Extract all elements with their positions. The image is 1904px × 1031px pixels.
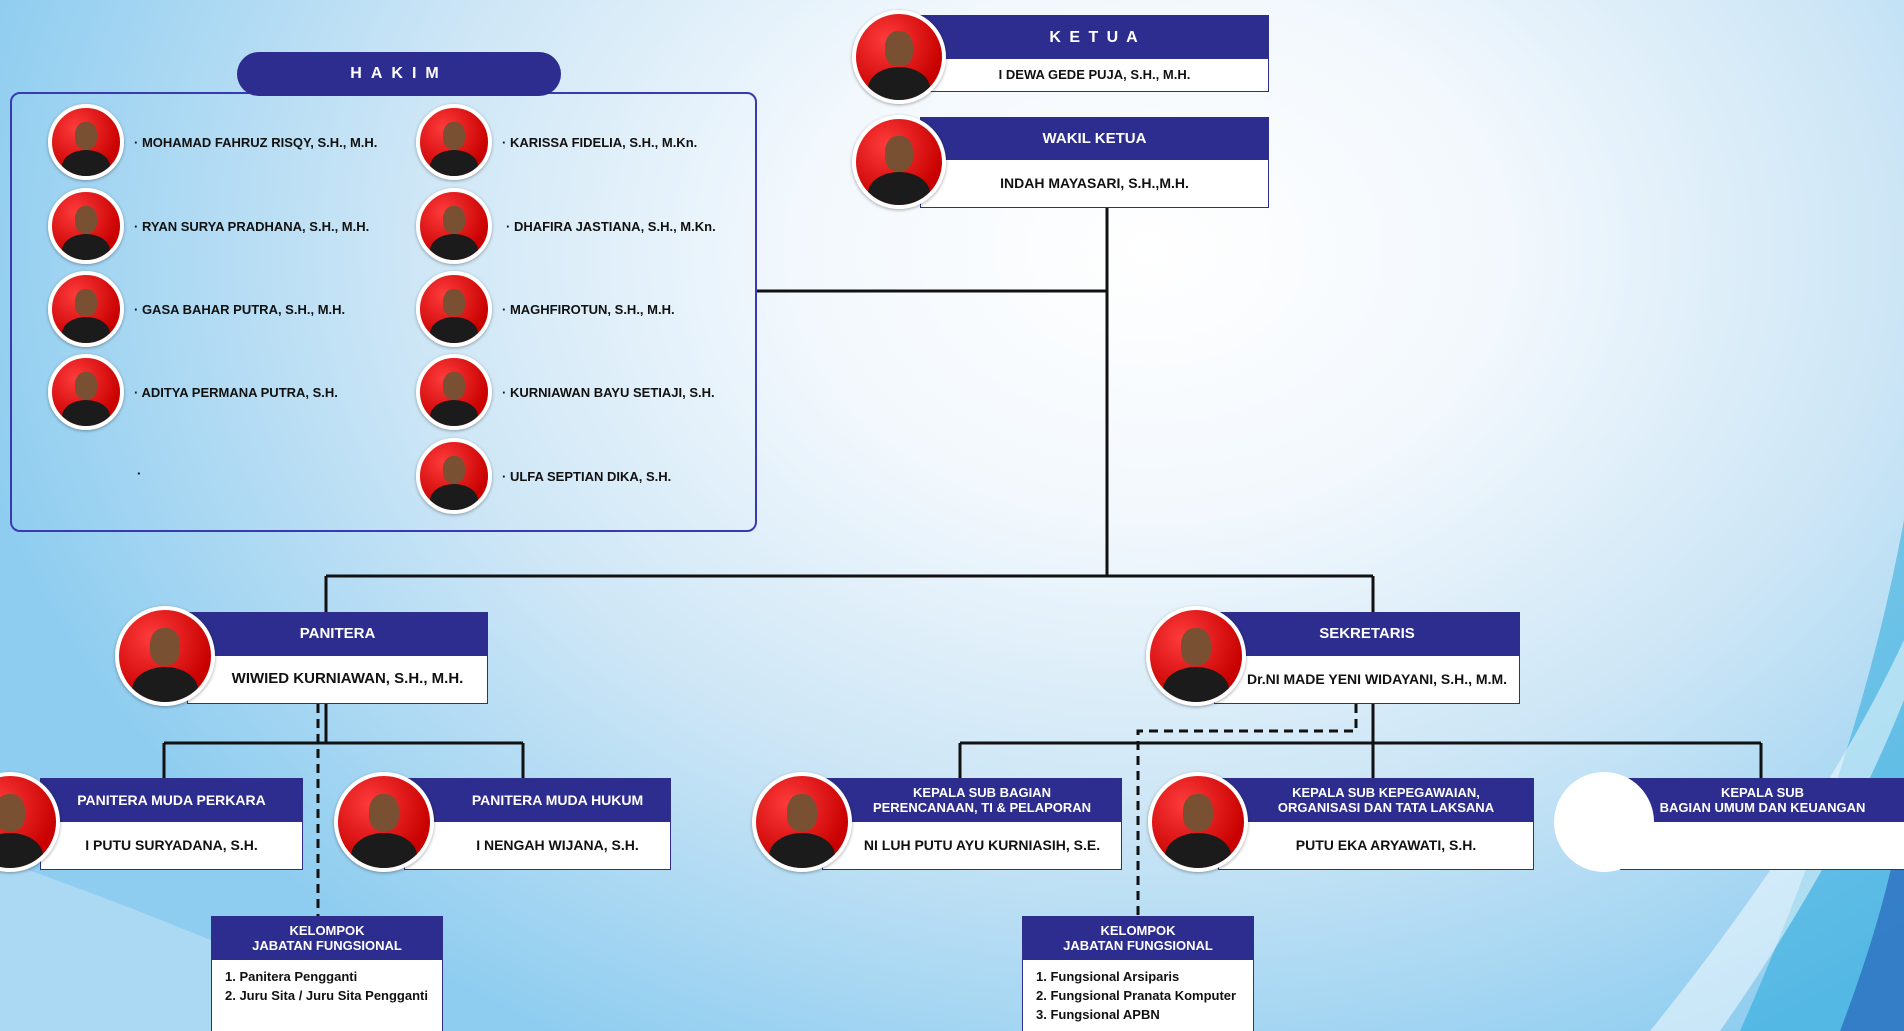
ketua-title: K E T U A bbox=[921, 16, 1268, 59]
jf-sekretaris-item: 3. Fungsional APBN bbox=[1036, 1007, 1160, 1022]
member-photo bbox=[48, 104, 124, 180]
jf-panitera-title: KELOMPOK JABATAN FUNGSIONAL bbox=[212, 917, 442, 960]
panitera-name: WIWIED KURNIAWAN, S.H., M.H. bbox=[231, 670, 464, 687]
member-photo bbox=[48, 354, 124, 430]
ksb-umum-card: KEPALA SUB BAGIAN UMUM DAN KEUANGAN bbox=[1620, 778, 1904, 870]
pm-hukum-name: I NENGAH WIJANA, S.H. bbox=[476, 836, 639, 853]
ksb-perencanaan-photo bbox=[752, 772, 852, 872]
ksb-kepegawaian-card: KEPALA SUB KEPEGAWAIAN, ORGANISASI DAN T… bbox=[1218, 778, 1534, 870]
jf-sekretaris-title: KELOMPOK JABATAN FUNGSIONAL bbox=[1023, 917, 1253, 960]
jf-sekretaris-list: 1. Fungsional Arsiparis 2. Fungsional Pr… bbox=[1036, 969, 1253, 1026]
pm-hukum-photo bbox=[334, 772, 434, 872]
member-photo bbox=[416, 438, 492, 514]
ksb-kepegawaian-name: PUTU EKA ARYAWATI, S.H. bbox=[1295, 836, 1477, 853]
wakil-ketua-card: WAKIL KETUA INDAH MAYASARI, S.H.,M.H. bbox=[920, 117, 1269, 208]
ksb-perencanaan-card: KEPALA SUB BAGIAN PERENCANAAN, TI & PELA… bbox=[822, 778, 1122, 870]
pm-perkara-card: PANITERA MUDA PERKARA I PUTU SURYADANA, … bbox=[40, 778, 303, 870]
ksb-umum-title: KEPALA SUB BAGIAN UMUM DAN KEUANGAN bbox=[1621, 779, 1904, 822]
sekretaris-photo bbox=[1146, 606, 1246, 706]
member-name: · GASA BAHAR PUTRA, S.H., M.H. bbox=[134, 301, 346, 317]
wakil-ketua-title: WAKIL KETUA bbox=[921, 118, 1268, 160]
member-name: · ULFA SEPTIAN DIKA, S.H. bbox=[502, 468, 672, 484]
hakim-member: · MAGHFIROTUN, S.H., M.H. bbox=[416, 271, 675, 347]
jf-panitera-item: 1. Panitera Pengganti bbox=[225, 969, 358, 984]
panitera-photo bbox=[115, 606, 215, 706]
jf-panitera-item: 2. Juru Sita / Juru Sita Pengganti bbox=[225, 988, 428, 1003]
member-photo bbox=[416, 271, 492, 347]
ksb-kepegawaian-title: KEPALA SUB KEPEGAWAIAN, ORGANISASI DAN T… bbox=[1219, 779, 1533, 822]
ksb-perencanaan-title: KEPALA SUB BAGIAN PERENCANAAN, TI & PELA… bbox=[823, 779, 1121, 822]
hakim-member: · ADITYA PERMANA PUTRA, S.H. bbox=[48, 354, 338, 430]
sekretaris-card: SEKRETARIS Dr.NI MADE YENI WIDAYANI, S.H… bbox=[1214, 612, 1520, 704]
jf-panitera-list: 1. Panitera Pengganti 2. Juru Sita / Jur… bbox=[225, 969, 442, 1007]
ksb-kepegawaian-photo bbox=[1148, 772, 1248, 872]
member-photo bbox=[416, 354, 492, 430]
hakim-title: HAKIM bbox=[237, 52, 561, 96]
ketua-card: K E T U A I DEWA GEDE PUJA, S.H., M.H. bbox=[920, 15, 1269, 92]
hakim-member: · ULFA SEPTIAN DIKA, S.H. bbox=[416, 438, 671, 514]
sekretaris-title: SEKRETARIS bbox=[1215, 613, 1519, 656]
wakil-ketua-photo bbox=[852, 115, 946, 209]
hakim-member: · MOHAMAD FAHRUZ RISQY, S.H., M.H. bbox=[48, 104, 377, 180]
member-name: · MOHAMAD FAHRUZ RISQY, S.H., M.H. bbox=[134, 134, 378, 150]
hakim-member: · KARISSA FIDELIA, S.H., M.Kn. bbox=[416, 104, 697, 180]
member-photo bbox=[48, 188, 124, 264]
member-name: · DHAFIRA JASTIANA, S.H., M.Kn. bbox=[506, 218, 716, 234]
ksb-umum-photo-placeholder bbox=[1554, 772, 1654, 872]
pm-hukum-card: PANITERA MUDA HUKUM I NENGAH WIJANA, S.H… bbox=[404, 778, 671, 870]
hakim-member: · GASA BAHAR PUTRA, S.H., M.H. bbox=[48, 271, 345, 347]
member-photo bbox=[48, 271, 124, 347]
ksb-umum-name bbox=[1621, 820, 1904, 869]
pm-perkara-name: I PUTU SURYADANA, S.H. bbox=[85, 836, 258, 853]
wakil-ketua-name: INDAH MAYASARI, S.H.,M.H. bbox=[1000, 174, 1189, 191]
panitera-title: PANITERA bbox=[188, 613, 487, 656]
sekretaris-name: Dr.NI MADE YENI WIDAYANI, S.H., M.M. bbox=[1246, 670, 1508, 687]
hakim-member: · KURNIAWAN BAYU SETIAJI, S.H. bbox=[416, 354, 715, 430]
member-name: · KARISSA FIDELIA, S.H., M.Kn. bbox=[502, 134, 698, 150]
ksb-perencanaan-name: NI LUH PUTU AYU KURNIASIH, S.E. bbox=[863, 836, 1101, 853]
member-photo bbox=[416, 104, 492, 180]
member-photo bbox=[416, 188, 492, 264]
ketua-name: I DEWA GEDE PUJA, S.H., M.H. bbox=[998, 66, 1191, 82]
hakim-member: · RYAN SURYA PRADHANA, S.H., M.H. bbox=[48, 188, 369, 264]
ketua-photo bbox=[852, 10, 946, 104]
member-name: · KURNIAWAN BAYU SETIAJI, S.H. bbox=[502, 384, 715, 400]
pm-hukum-title: PANITERA MUDA HUKUM bbox=[405, 779, 670, 822]
member-name: · ADITYA PERMANA PUTRA, S.H. bbox=[134, 384, 338, 400]
empty-bullet: · bbox=[137, 466, 142, 481]
pm-perkara-title: PANITERA MUDA PERKARA bbox=[41, 779, 302, 822]
panitera-card: PANITERA WIWIED KURNIAWAN, S.H., M.H. bbox=[187, 612, 488, 704]
jf-sekretaris-item: 2. Fungsional Pranata Komputer bbox=[1036, 988, 1237, 1003]
jf-panitera-card: KELOMPOK JABATAN FUNGSIONAL 1. Panitera … bbox=[211, 916, 443, 1031]
hakim-member: · DHAFIRA JASTIANA, S.H., M.Kn. bbox=[416, 188, 716, 264]
jf-sekretaris-card: KELOMPOK JABATAN FUNGSIONAL 1. Fungsiona… bbox=[1022, 916, 1254, 1031]
member-name: · RYAN SURYA PRADHANA, S.H., M.H. bbox=[134, 218, 370, 234]
jf-sekretaris-item: 1. Fungsional Arsiparis bbox=[1036, 969, 1180, 984]
member-name: · MAGHFIROTUN, S.H., M.H. bbox=[502, 301, 675, 317]
